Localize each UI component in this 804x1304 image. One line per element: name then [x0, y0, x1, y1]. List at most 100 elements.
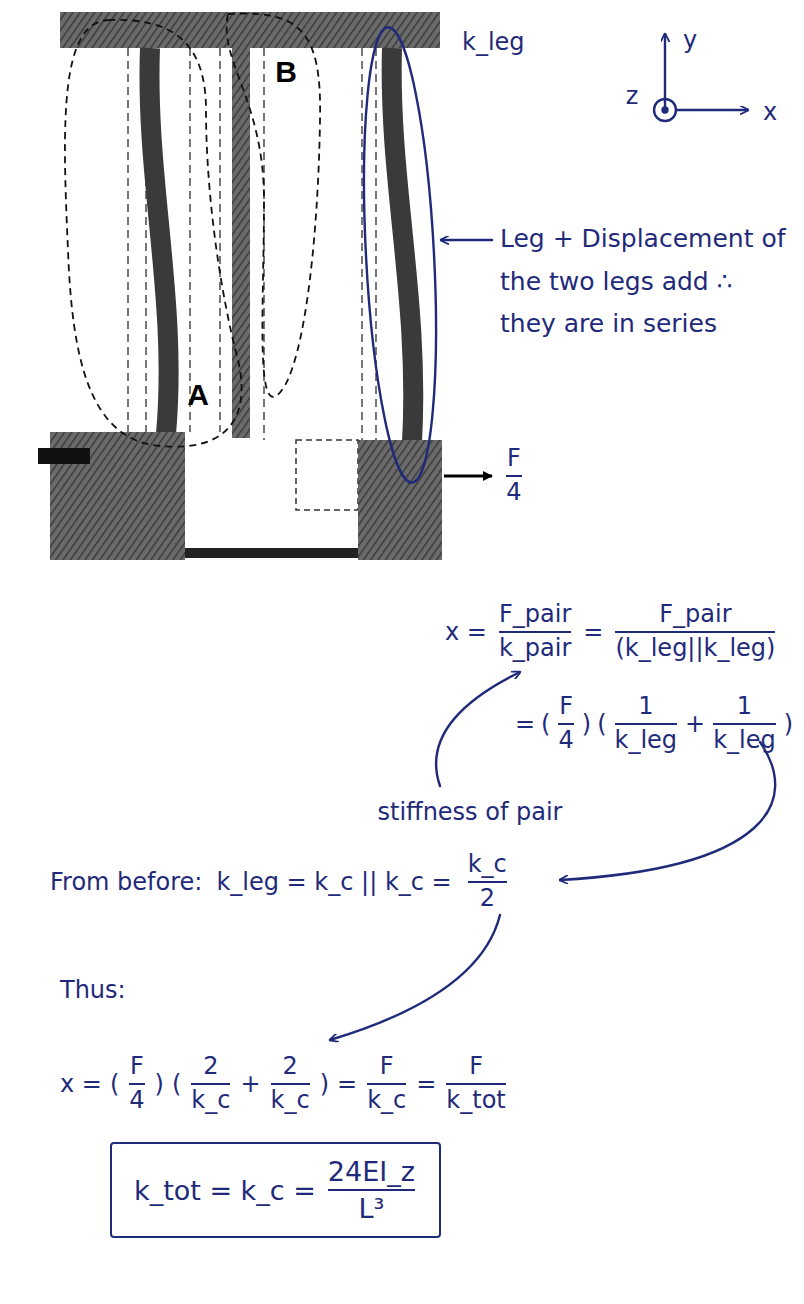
center-stem	[232, 48, 250, 438]
annotation-text: k_leg	[713, 727, 776, 755]
annotation-text: 2	[203, 1053, 218, 1081]
annotation-text: 4	[129, 1087, 144, 1115]
axis-symbol	[654, 99, 676, 121]
fraction-bar	[191, 1083, 230, 1085]
annotation-text: =	[337, 1070, 357, 1099]
fraction-bar	[271, 1083, 310, 1085]
fraction-bar	[328, 1189, 415, 1191]
part-letter: A	[187, 377, 209, 413]
annotation-text: )	[155, 1070, 164, 1099]
formula-text: k_tot = k_c =	[134, 1175, 316, 1206]
fraction-bar	[615, 723, 678, 725]
fraction-bar	[468, 881, 507, 883]
fraction: 1 k_leg	[613, 693, 680, 754]
annotation-text: 1	[638, 693, 653, 721]
formula-text: L³	[358, 1193, 384, 1224]
annotation-text: (	[110, 1070, 119, 1099]
pointer-arrow	[441, 239, 492, 241]
undeformed-lines	[128, 48, 376, 440]
annotation-text: 2	[282, 1053, 297, 1081]
formula-text: 24EI_z	[328, 1156, 415, 1187]
fraction: 24EI_zL³	[326, 1156, 417, 1224]
annotation-text: x	[763, 98, 777, 127]
annotation-text: F	[380, 1053, 394, 1081]
axis-symbol	[663, 108, 668, 113]
annotation-text: 4	[506, 479, 521, 507]
fraction-bar	[713, 723, 776, 725]
right-leg	[392, 48, 414, 442]
annotation-text: F_pair	[659, 601, 731, 629]
group-outline	[65, 20, 242, 447]
annotation-text: y	[683, 26, 697, 55]
fraction: F_pair k_pair	[497, 601, 573, 662]
force-arrow	[444, 475, 492, 478]
fraction: F4	[127, 1053, 146, 1114]
annotation-text: k_c	[191, 1087, 230, 1115]
annotation-text: Leg + Displacement of the two legs add ∴…	[500, 218, 790, 346]
annotation-text: =	[583, 618, 603, 647]
pointer-arrow	[436, 672, 520, 786]
annotation-text: 1	[737, 693, 752, 721]
result-box: k_tot = k_c = 24EI_zL³	[110, 1142, 441, 1238]
annotation-text: k_c	[367, 1087, 406, 1115]
annotation-text: (	[172, 1070, 181, 1099]
fraction: F_pair (k_leg||k_leg)	[613, 601, 777, 662]
pointer-arrow	[560, 742, 775, 880]
annotation-text: From before:	[50, 868, 202, 897]
fraction: 2 k_c	[189, 1053, 232, 1114]
fraction-bar	[558, 723, 573, 725]
annotation-text: (	[541, 710, 550, 739]
annotation-text: 4	[558, 727, 573, 755]
annotation-text: Thus:	[60, 976, 126, 1005]
annotation-text: )	[320, 1070, 329, 1099]
shuttle-block	[358, 440, 442, 560]
fraction: F4	[556, 693, 575, 754]
annotation-text: k_leg = k_c || k_c =	[216, 868, 451, 897]
part-letter: B	[275, 54, 297, 90]
annotation-text: 2	[480, 885, 495, 913]
pointer-arrow	[330, 915, 500, 1040]
annotation-text: (	[597, 710, 606, 739]
annotation-text: k_c	[271, 1087, 310, 1115]
base-line	[185, 548, 358, 558]
annotation-text: F	[130, 1053, 144, 1081]
shuttle-outline	[296, 440, 358, 510]
axis-arrow	[676, 109, 748, 111]
fraction: Fk_tot	[444, 1053, 507, 1114]
annotation-text: x =	[445, 618, 487, 647]
annotation-text: k_leg	[615, 727, 678, 755]
group-outline	[227, 14, 321, 397]
anchor-stub	[38, 448, 90, 464]
fraction-bar	[499, 631, 571, 633]
fraction-bar	[506, 475, 521, 477]
fraction-bar	[129, 1083, 144, 1085]
fraction: k_c 2	[466, 851, 509, 912]
annotation-text: F_pair	[499, 601, 571, 629]
annotation-text: )	[582, 710, 591, 739]
annotation-text: k_c	[468, 851, 507, 879]
annotation-text: =	[515, 710, 535, 739]
annotation-text: F	[469, 1053, 483, 1081]
annotation-text: k_pair	[499, 635, 571, 663]
fraction: Fk_c	[365, 1053, 408, 1114]
annotation-text: k_tot	[446, 1087, 505, 1115]
fraction: 2 k_c	[269, 1053, 312, 1114]
fraction: F4	[504, 445, 523, 506]
annotation-text: z	[626, 82, 639, 111]
annotation-text: )	[784, 710, 793, 739]
fraction-bar	[446, 1083, 505, 1085]
annotation-text: +	[240, 1070, 260, 1099]
left-leg	[149, 48, 168, 434]
annotation-text: F	[559, 693, 573, 721]
annotation-text: x =	[60, 1070, 102, 1099]
annotation-text: stiffness of pair	[378, 798, 563, 827]
annotation-text: (k_leg||k_leg)	[615, 635, 775, 663]
annotation-text: F	[507, 445, 521, 473]
fraction-bar	[367, 1083, 406, 1085]
annotation-text: k_leg	[462, 28, 525, 57]
fraction-bar	[615, 631, 775, 633]
annotation-text: =	[416, 1070, 436, 1099]
flexure-figure	[38, 12, 492, 560]
leg-ellipse	[354, 26, 446, 485]
annotation-text: +	[685, 710, 705, 739]
